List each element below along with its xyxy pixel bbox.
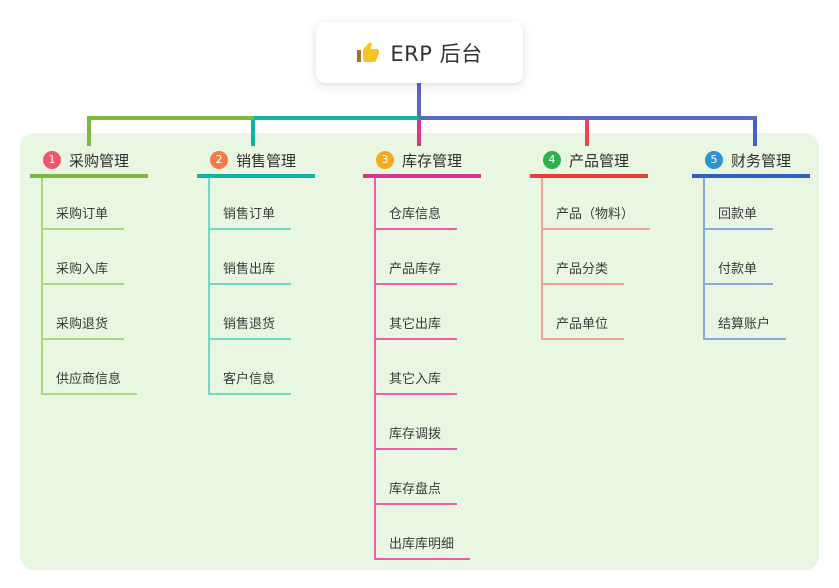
child-node[interactable]: 采购入库 [41,230,125,285]
branch-badge: 2 [210,151,228,169]
branch-label: 库存管理 [402,151,463,170]
branch-header-sales[interactable]: 2 销售管理 [197,146,315,178]
child-node[interactable]: 销售出库 [208,230,292,285]
thumbs-up-icon [356,41,380,65]
branch-children-sales: 销售订单 销售出库 销售退货 客户信息 [208,175,292,395]
branch-label: 产品管理 [569,151,630,170]
branch-header-inventory[interactable]: 3 库存管理 [363,146,481,178]
child-node[interactable]: 库存盘点 [374,450,458,505]
child-node[interactable]: 产品（物料） [541,175,651,230]
branch-header-product[interactable]: 4 产品管理 [530,146,648,178]
child-node[interactable]: 销售订单 [208,175,292,230]
branch-children-finance: 回款单 付款单 结算账户 [703,175,787,340]
root-node[interactable]: ERP 后台 [316,22,523,83]
branch-child-line [208,178,210,395]
branch-drop-line-1 [87,120,91,146]
branch-children-purchase: 采购订单 采购入库 采购退货 供应商信息 [41,175,138,395]
branch-label: 财务管理 [731,151,792,170]
branch-header-purchase[interactable]: 1 采购管理 [30,146,148,178]
child-node[interactable]: 产品单位 [541,285,625,340]
child-node[interactable]: 其它入库 [374,340,458,395]
branch-badge: 5 [705,151,723,169]
branch-label: 采购管理 [69,151,130,170]
branch-child-line [374,178,376,560]
branch-label: 销售管理 [236,151,297,170]
child-node[interactable]: 付款单 [703,230,774,285]
branch-drop-line-5 [753,120,757,146]
branch-badge: 4 [543,151,561,169]
branch-children-inventory: 仓库信息 产品库存 其它出库 其它入库 库存调拨 库存盘点 出库库明细 [374,175,471,560]
child-node[interactable]: 仓库信息 [374,175,458,230]
child-node[interactable]: 库存调拨 [374,395,458,450]
connector-segment-green [87,116,254,120]
panel-background [20,133,819,570]
child-node[interactable]: 采购退货 [41,285,125,340]
branch-child-line [541,178,543,340]
branch-badge: 1 [43,151,61,169]
child-node[interactable]: 其它出库 [374,285,458,340]
child-node[interactable]: 产品库存 [374,230,458,285]
child-node[interactable]: 结算账户 [703,285,787,340]
root-connector-line [417,83,421,116]
child-node[interactable]: 销售退货 [208,285,292,340]
child-node[interactable]: 供应商信息 [41,340,138,395]
child-node[interactable]: 出库库明细 [374,505,471,560]
branch-badge: 3 [376,151,394,169]
branch-drop-line-3 [417,120,421,146]
branch-children-product: 产品（物料） 产品分类 产品单位 [541,175,651,340]
child-node[interactable]: 回款单 [703,175,774,230]
connector-segment-teal [254,116,419,120]
branch-child-line [41,178,43,395]
child-node[interactable]: 客户信息 [208,340,292,395]
connector-segment-blue [419,116,757,120]
child-node[interactable]: 采购订单 [41,175,125,230]
root-title: ERP 后台 [390,41,483,66]
branch-child-line [703,178,705,340]
child-node[interactable]: 产品分类 [541,230,625,285]
branch-drop-line-4 [585,120,589,146]
branch-drop-line-2 [251,120,255,146]
branch-header-finance[interactable]: 5 财务管理 [692,146,810,178]
